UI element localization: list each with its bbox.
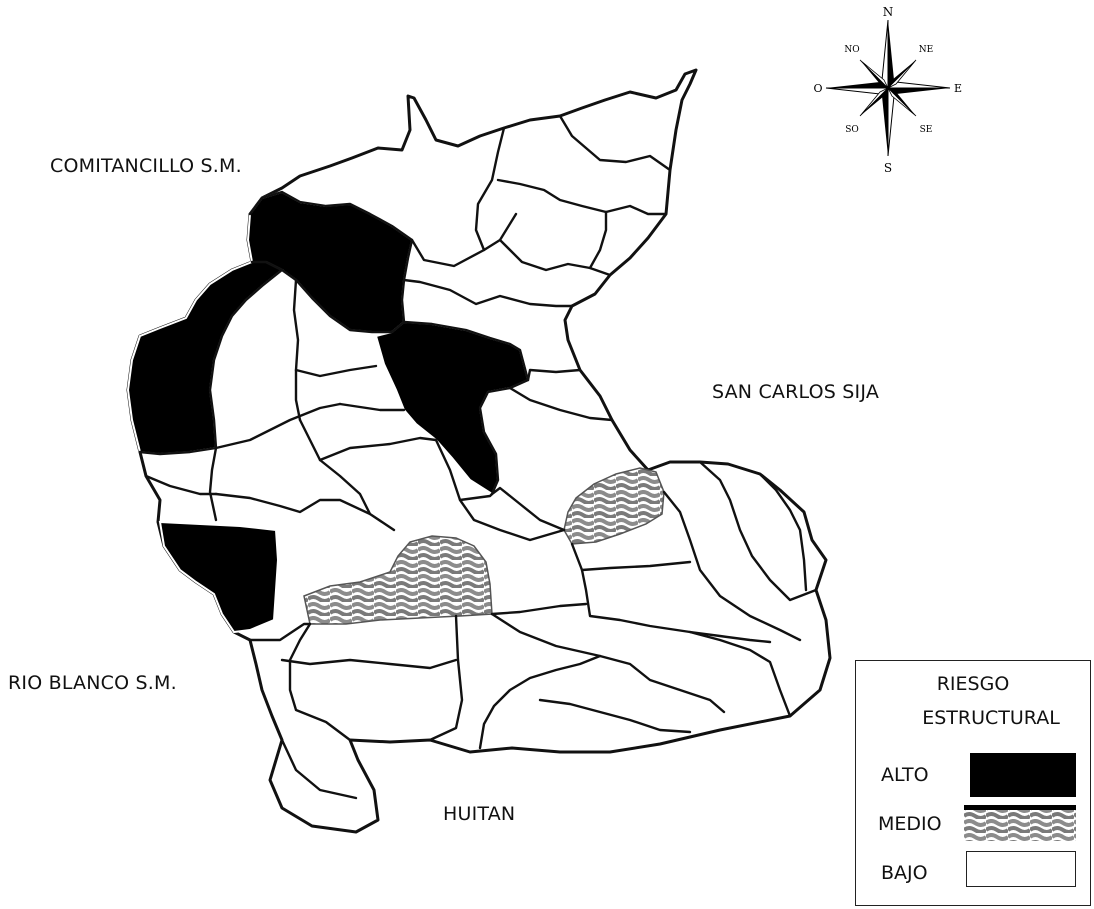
compass-northeast-label: NE [919, 45, 933, 55]
legend-medium-pattern [964, 805, 1076, 841]
medium-risk-region-south [303, 535, 493, 625]
compass-west-label: O [813, 82, 822, 95]
compass-southwest-label: SO [845, 125, 859, 135]
high-risk-region-southwest [158, 520, 280, 634]
legend-swatch-medium [964, 805, 1076, 841]
legend-swatch-low [966, 851, 1076, 887]
internal-boundaries [138, 114, 818, 800]
compass-south-label: S [884, 161, 892, 175]
place-label-rio-blanco: RIO BLANCO S.M. [8, 672, 177, 694]
medium-risk-region-east [563, 467, 665, 545]
risk-legend: RIESGO ESTRUCTURAL ALTO MEDIO BAJO [855, 660, 1091, 906]
compass-star-icon [825, 19, 951, 157]
legend-label-high: ALTO [881, 764, 929, 786]
legend-label-medium: MEDIO [878, 813, 942, 835]
compass-east-label: E [954, 82, 962, 95]
compass-southeast-label: SE [920, 125, 933, 135]
compass-north-label: N [883, 5, 894, 19]
compass-rose: N S E O NE NO SE SO [813, 5, 962, 175]
place-label-comitancillo: COMITANCILLO S.M. [50, 155, 242, 177]
legend-label-low: BAJO [881, 862, 928, 884]
legend-title-line2: ESTRUCTURAL [922, 707, 1060, 729]
legend-swatch-high [970, 753, 1076, 797]
place-label-huitan: HUITAN [443, 803, 516, 825]
compass-northwest-label: NO [844, 45, 859, 55]
legend-title-line1: RIESGO [936, 673, 1010, 695]
place-label-san-carlos-sija: SAN CARLOS SIJA [712, 381, 880, 403]
